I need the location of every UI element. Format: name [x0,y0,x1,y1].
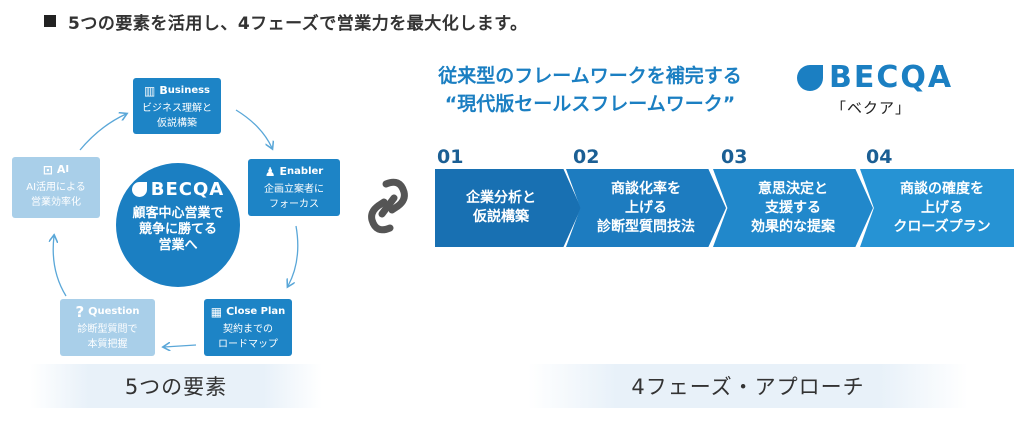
enabler-desc-1: 企画立案者に [264,184,324,195]
arrow-ai-business [79,114,126,151]
ai-rest: I [65,164,70,175]
phase-02-line-1: 商談化率を [611,180,681,197]
phase-04-line-3: クローズプラン [893,218,991,235]
calendar-icon: ▦ [210,305,223,319]
bar-chart-icon: ▥ [143,84,156,98]
close-desc-1: 契約までの [223,324,273,335]
phase-number-04: 04 [866,146,893,168]
tagline-line-2: “現代版セールスフレームワーク” [444,93,736,115]
phase-01-line-2: 仮説構築 [473,209,529,225]
phase-01-line-1: 企業分析と [466,190,536,206]
center-circle: BECQA 顧客中心営業で 競争に勝てる 営業へ [116,163,240,287]
center-msg-1: 顧客中心営業で [132,206,224,221]
enabler-desc-2: フォーカス [269,199,319,210]
phase-04-line-2: 上げる [921,199,963,216]
ai-desc-1: AI活用による [26,182,86,193]
center-msg-3: 営業へ [158,238,198,253]
person-icon: ♟ [264,165,276,179]
close-rest: lose Plan [234,306,286,317]
phase-number-01: 01 [437,146,464,168]
phase-02-line-3: 診断型質問技法 [597,218,695,235]
drop-logo-icon [131,182,147,197]
section-heading: 5つの要素を活用し、4フェーズで営業力を最大化します。 [44,8,528,34]
close-desc-2: ロードマップ [218,339,278,350]
business-desc-2: 仮説構築 [157,118,197,129]
tagline-line-1: 従来型のフレームワークを補完する [438,65,742,87]
phase-03: 意思決定と支援する効果的な提案 [713,169,873,247]
business-desc-1: ビジネス理解と [142,103,212,114]
tagline: 従来型のフレームワークを補完する “現代版セールスフレームワーク” [390,62,790,118]
brand-kana: 「ベクア」 [831,99,912,117]
heading-text: 5つの要素を活用し、4フェーズで営業力を最大化します。 [68,13,528,34]
question-desc-2: 本質把握 [87,339,128,350]
question-rest: uestion [97,306,140,317]
phase-01: 企業分析と仮説構築 [435,169,581,247]
arrow-enabler-close [288,225,299,286]
phase-03-line-2: 支援する [765,199,821,216]
phase-number-02: 02 [573,146,600,168]
arrow-close-question [164,345,197,347]
phase-04: 商談の確度を上げるクローズプラン [860,169,1014,247]
five-elements-label: 5つの要素 [30,364,322,408]
enabler-rest: nabler [287,166,324,177]
question-letter: Q [88,305,98,318]
ai-desc-2: 営業効率化 [31,197,81,208]
center-message: 顧客中心営業で 競争に勝てる 営業へ [116,206,240,254]
robot-icon: ⊡ [42,163,53,177]
cycle-arrows [0,109,299,370]
business-rest: usiness [167,85,211,96]
phase-04-line-1: 商談の確度を [900,180,984,197]
ai-letter: A [56,163,66,176]
phase-number-03: 03 [721,146,748,168]
phase-02: 商談化率を上げる診断型質問技法 [566,169,726,247]
arrow-question-ai [53,236,67,297]
close-letter: C [226,305,235,318]
center-msg-2: 競争に勝てる [138,222,217,237]
phase-03-line-3: 効果的な提案 [751,218,835,235]
enabler-letter: E [279,165,288,178]
arrow-business-enabler [235,109,272,148]
square-bullet-icon [44,15,56,27]
four-phase-approach-label: 4フェーズ・アプローチ [528,364,968,408]
brand-logo: BECQA 「ベクア」 [797,60,967,118]
center-logo-text: BECQA [150,179,225,200]
phase-02-line-2: 上げる [625,199,667,216]
phase-03-line-1: 意思決定と [758,180,828,197]
drop-logo-icon [797,64,823,91]
brand-name: BECQA [829,60,954,95]
center-logo: BECQA [116,179,240,200]
question-desc-1: 診断型質問で [77,324,138,335]
business-letter: B [159,84,168,97]
question-icon: ? [75,303,85,321]
chain-link-icon [368,178,408,234]
